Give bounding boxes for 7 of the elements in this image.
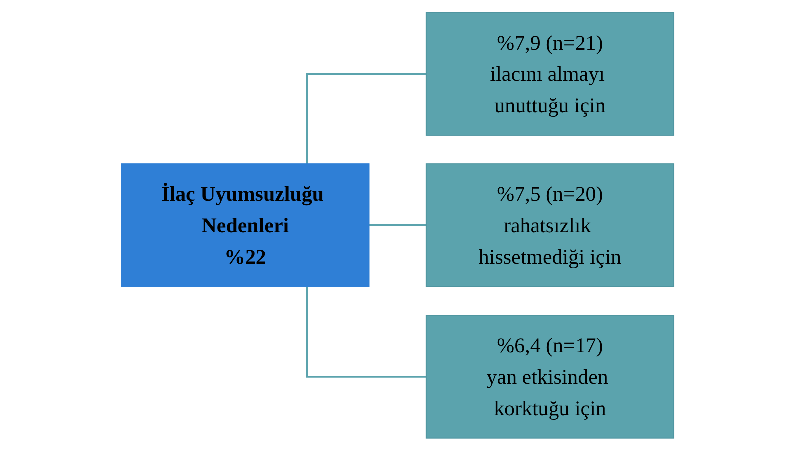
- connector: [306, 73, 426, 164]
- node-box: %7,5 (n=20) rahatsızlık hissetmediği için: [426, 164, 674, 288]
- node-box: %7,9 (n=21) ilacını almayı unuttuğu için: [426, 12, 674, 136]
- connector: [306, 286, 426, 378]
- node-box: İlaç Uyumsuzluğu Nedenleri %22: [120, 164, 370, 288]
- connector: [368, 224, 426, 226]
- node-box: %6,4 (n=17) yan etkisinden korktuğu için: [426, 315, 674, 439]
